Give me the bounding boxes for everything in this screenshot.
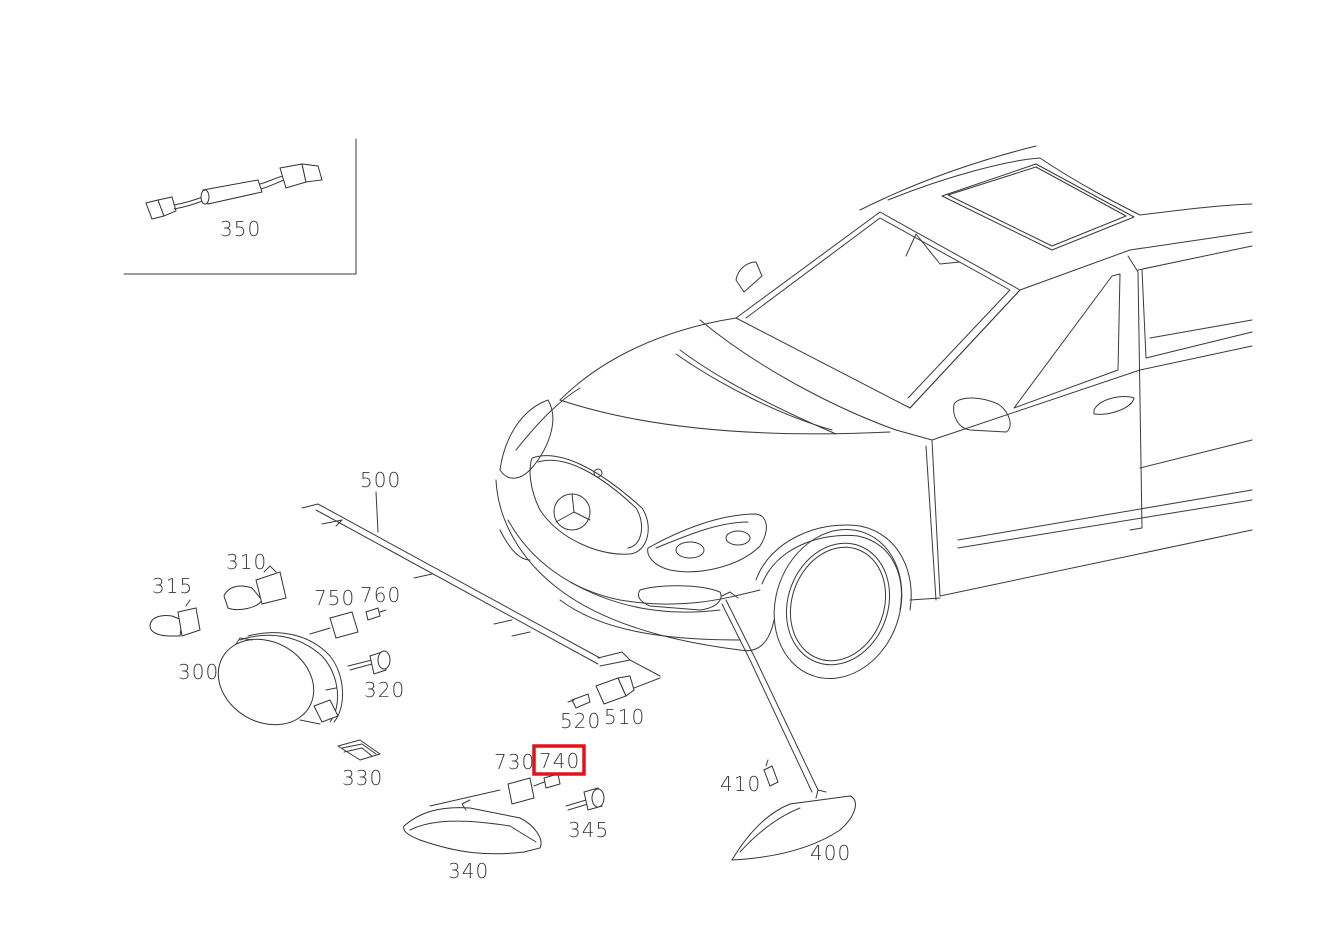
clip-410 — [763, 759, 779, 787]
callout-520[interactable]: 520 — [560, 709, 601, 733]
callout-345[interactable]: 345 — [568, 818, 609, 842]
clip-330 — [337, 739, 381, 761]
bulb-310 — [223, 565, 287, 611]
callouts: 350 500 310 315 750 760 300 320 520 510 … — [152, 217, 851, 883]
adapter-cable-drawing — [145, 163, 323, 220]
bulb-740 — [533, 773, 561, 789]
connector-730 — [507, 777, 535, 805]
callout-350[interactable]: 350 — [220, 217, 261, 241]
screw-345 — [565, 787, 605, 811]
callout-310[interactable]: 310 — [226, 550, 267, 574]
wiring-harness-500 — [301, 491, 661, 709]
fog-lamp-300 — [217, 632, 344, 726]
callout-740[interactable]: 740 — [539, 749, 580, 773]
callout-320[interactable]: 320 — [364, 678, 405, 702]
callout-400[interactable]: 400 — [810, 841, 851, 865]
inset-detail-350 — [123, 138, 357, 275]
callout-315[interactable]: 315 — [152, 574, 193, 598]
highlight-box-740 — [532, 744, 586, 776]
vehicle-outline — [495, 145, 1253, 679]
callout-500[interactable]: 500 — [360, 468, 401, 492]
connector-750 — [309, 611, 359, 639]
callout-340[interactable]: 340 — [448, 859, 489, 883]
trim-340 — [403, 789, 542, 855]
callout-300[interactable]: 300 — [178, 660, 219, 684]
callout-330[interactable]: 330 — [342, 766, 383, 790]
callout-760[interactable]: 760 — [360, 583, 401, 607]
callout-750[interactable]: 750 — [314, 586, 355, 610]
bulb-315 — [149, 599, 201, 637]
screw-320 — [347, 650, 391, 675]
callout-510[interactable]: 510 — [604, 705, 645, 729]
callout-410[interactable]: 410 — [720, 772, 761, 796]
callout-730[interactable]: 730 — [494, 750, 535, 774]
cover-400 — [721, 591, 856, 861]
plug-760 — [365, 607, 387, 621]
